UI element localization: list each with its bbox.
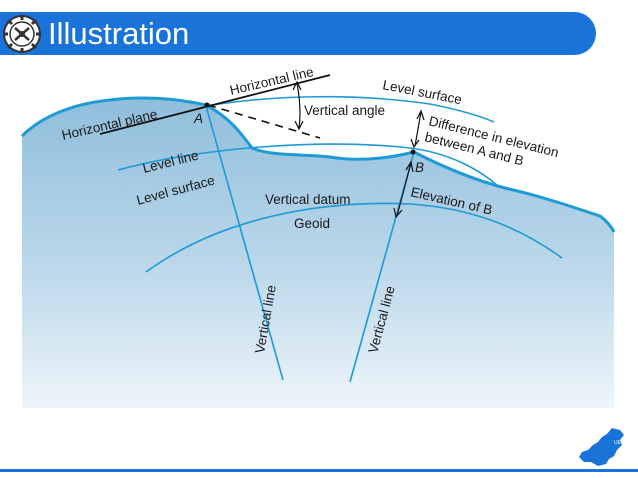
label-vertical-angle: Vertical angle	[304, 103, 385, 118]
label-vertical-datum: Vertical datum	[265, 192, 351, 207]
label-geoid: Geoid	[294, 216, 330, 231]
label-point-b: B	[415, 160, 424, 175]
label-horizontal-line: Horizontal line	[228, 64, 315, 98]
level-surface-a	[205, 95, 495, 123]
map-badge-text: UET	[614, 440, 624, 446]
horizontal-line	[99, 74, 331, 135]
elevation-arrow-head-top	[405, 160, 414, 173]
vertical-angle-arrow-bottom	[294, 120, 304, 131]
difference-arrow-head-bottom	[410, 138, 420, 149]
difference-arrow-head-top	[416, 109, 425, 121]
label-point-a: A	[193, 111, 203, 126]
pakistan-map-icon: UET	[579, 428, 624, 466]
title-bar	[0, 12, 596, 55]
slide-title: Illustration	[48, 16, 190, 51]
university-logo-icon	[3, 15, 41, 53]
terrain-surface	[20, 96, 616, 233]
sight-line-a-b	[207, 104, 321, 139]
elevation-arrow-head-bottom	[393, 207, 403, 219]
vertical-line-a	[205, 105, 284, 381]
elevation-arrow	[396, 162, 412, 217]
vertical-angle-arc	[296, 82, 301, 129]
difference-arrow	[414, 111, 422, 147]
level-surface-b	[117, 143, 499, 187]
point-b-marker	[410, 149, 416, 155]
footer-divider	[0, 469, 638, 472]
vertical-angle-arrow-top	[292, 80, 302, 91]
point-a-marker	[204, 102, 210, 108]
geoid-curve	[145, 202, 563, 273]
